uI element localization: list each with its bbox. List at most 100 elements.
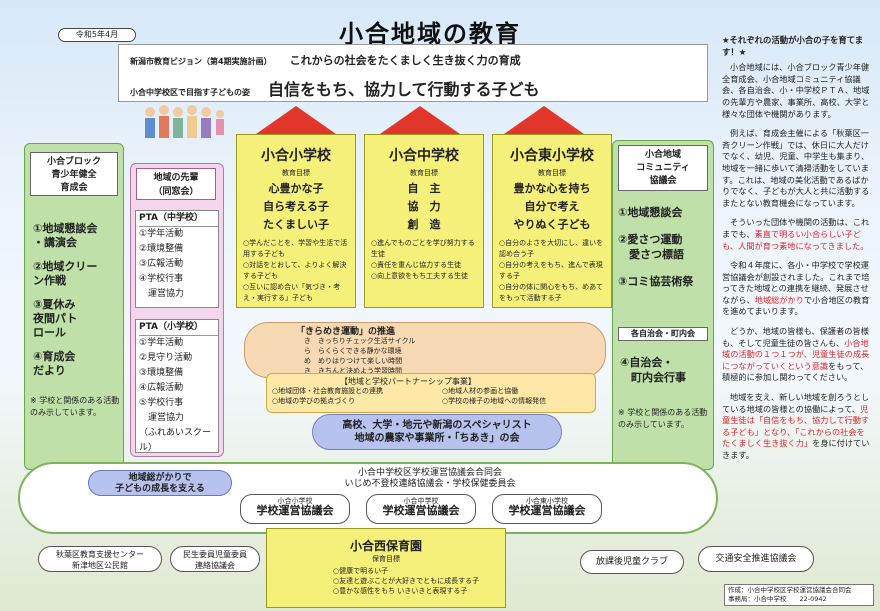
list-item: ④自治会・ 町内会行事 bbox=[620, 356, 686, 384]
nursery-goals: ○健康で明るい子 ○友達と遊ぶことが大好きでともに成長する子 ○豊かな感性をもち… bbox=[267, 566, 505, 596]
council-subtitle-line: いじめ不登校連絡協議会・学校保健委員会 bbox=[344, 479, 516, 489]
arrow-up-icon bbox=[256, 106, 336, 134]
list-item: ○地域の学びの拠点づくり bbox=[272, 397, 356, 405]
arrow-up-icon bbox=[380, 106, 460, 134]
list-item: ③コミ協芸術祭 bbox=[618, 275, 694, 288]
paragraph: そういった団体や機関の活動は、これまでも、素直で明るい小合らしい子ども、人間が育… bbox=[722, 217, 872, 252]
vision-row: 新潟市教育ビジョン（第4期実施計画） これからの社会をたくましく生き抜く力の育成 bbox=[130, 52, 710, 68]
text-run: をもって、積極的に参加し関わってください。 bbox=[722, 360, 869, 383]
list-item: （ふれあいスクール） bbox=[139, 428, 212, 453]
council-box: 小合中学校 学校運営協議会 bbox=[366, 494, 476, 524]
goal-item: やりぬく子ども bbox=[513, 218, 591, 231]
text-run: これは、地域の美化活動であるばかりでなく、子どもが大人と共に活動するまたとない教… bbox=[722, 174, 870, 208]
page-title: 小合地域の教育 bbox=[339, 20, 521, 48]
school-goals: 豊かな心を持ち 自分で考え やりぬく子ども bbox=[493, 180, 611, 234]
pta-es-title: PTA（小学校） bbox=[139, 320, 218, 336]
list-item: ○互いに認め合い「気づき・考え・実行する」子ども bbox=[243, 283, 341, 302]
text-run: そういった団体や機関の活動は、これまでも、 bbox=[722, 217, 870, 239]
pta-jhs-box: PTA（中学校） ①学年活動 ②環境整備 ③広報活動 ④学校行事 運営協力 bbox=[135, 210, 219, 308]
text-run: で小合地区の教育を進めてまいります。 bbox=[722, 294, 870, 317]
school-card-ogo-es: 小合小学校 教育目標 心豊かな子 自ら考える子 たくましい子 ○学んだことを、学… bbox=[236, 134, 356, 308]
partnership-panel bbox=[266, 373, 596, 413]
nursery-card: 小合西保育園 保育目標 ○健康で明るい子 ○友達と遊ぶことが大好きでともに成長す… bbox=[266, 528, 506, 608]
list-item: ○健康で明るい子 bbox=[333, 567, 389, 575]
council-school: 小合小学校 bbox=[277, 497, 313, 505]
partnership-list: ○地域団体・社会教育施設との連携 ○地域人材の参画と協働 ○地域の学びの拠点づく… bbox=[272, 386, 602, 406]
list-item: ①地域懇談会 bbox=[618, 206, 683, 219]
list-item: ⑤学校行事 bbox=[139, 398, 184, 408]
council-school: 小合東小学校 bbox=[526, 497, 568, 505]
goal-label: 小合中学校区で目指す子どもの姿 bbox=[130, 88, 250, 97]
goal-item: 自分で考え bbox=[524, 200, 580, 213]
after-school-club: 放課後児童クラブ bbox=[580, 550, 684, 574]
list-item: ④学校行事 bbox=[139, 274, 184, 284]
specialists-line: 地域の農家や事業所・「ちあき」の会 bbox=[354, 433, 520, 444]
footer-credit: 作成：小合中学校区学校運営協議会合同会 事務局：小合中学校 22-0942 bbox=[724, 584, 874, 606]
list-item: ②地域クリー ン作戦 bbox=[33, 260, 98, 287]
list-item: き きっちりチェック生活サイクル bbox=[304, 337, 416, 345]
list-item: ○地域団体・社会教育施設との連携 bbox=[272, 387, 384, 395]
goal-item: 豊かな心を持ち bbox=[513, 182, 591, 195]
school-goal-label: 教育目標 bbox=[538, 169, 566, 177]
welfare-committee: 民生委員児童委員 連絡協議会 bbox=[170, 546, 260, 572]
paragraph: 地域を支え、新しい地域を創ろうとしている地域の皆様との協働によって、児童生徒は「… bbox=[722, 392, 872, 462]
footer-line: 作成：小合中学校区学校運営協議会合同会 bbox=[728, 586, 852, 594]
list-item: 運営協力 bbox=[139, 413, 185, 423]
list-item: ○自分の考えをもち、進んで表現する子 bbox=[499, 261, 603, 280]
council-name: 学校運営協議会 bbox=[382, 504, 460, 517]
council-name: 学校運営協議会 bbox=[508, 504, 586, 517]
left-note: ※ 学校と関係のある活動のみ示しています。 bbox=[30, 396, 120, 417]
text-run: を身に付けていきます。 bbox=[722, 438, 870, 460]
neighborhood-activities-list: ④自治会・ 町内会行事 bbox=[620, 355, 714, 385]
list-item: ①地域懇談会 ・講演会 bbox=[33, 222, 98, 249]
alumni-association: 地域の先輩 （同窓会） bbox=[136, 168, 216, 200]
school-items: ○学んだことを、学習や生活で活用する子ども ○対話をとおして、よりよく解決する子… bbox=[237, 234, 355, 304]
list-item: ①学年活動 bbox=[139, 338, 184, 348]
children-illustration bbox=[145, 105, 224, 138]
list-item: き きちんと決めよう学習時間 bbox=[304, 367, 402, 375]
community-support-badge: 地域総がかりで 子どもの成長を支える bbox=[88, 470, 232, 496]
list-item: ら らくらくできる静かな環境 bbox=[304, 347, 402, 355]
list-item: ②見守り活動 bbox=[139, 353, 193, 363]
goal-text: 自信をもち、協力して行動する子ども bbox=[268, 80, 540, 99]
pta-es-box: PTA（小学校） ①学年活動 ②見守り活動 ③環境整備 ④広報活動 ⑤学校行事 … bbox=[135, 319, 219, 453]
list-item: ○友達と遊ぶことが大好きでともに成長する子 bbox=[333, 577, 480, 585]
pta-jhs-title: PTA（中学校） bbox=[139, 211, 218, 227]
goal-row: 小合中学校区で目指す子どもの姿 自信をもち、協力して行動する子ども bbox=[130, 76, 710, 100]
list-item: ④育成会 だより bbox=[33, 350, 76, 377]
goal-item: たくましい子 bbox=[263, 218, 329, 231]
nursery-name: 小合西保育園 bbox=[349, 539, 422, 553]
list-item: ○地域人材の参画と協働 bbox=[442, 387, 519, 395]
traffic-safety-council: 交通安全推進協議会 bbox=[698, 546, 814, 572]
council-title-line: 小合中学校区学校運営協議会合同会 bbox=[357, 468, 502, 478]
school-goals: 自 主 協 力 創 造 bbox=[365, 180, 483, 234]
list-item: ○学校の様子の地域への情報発信 bbox=[442, 397, 547, 405]
council-box: 小合小学校 学校運営協議会 bbox=[240, 494, 350, 524]
list-item: ○自分の体に関心をもち、めあてをもって活動する子 bbox=[499, 283, 603, 302]
paragraph: 小合地域には、小合ブロック青少年健全育成会、小合地域コミュニティ協議会、各自治会… bbox=[722, 62, 870, 119]
date-badge: 令和5年4月 bbox=[58, 28, 136, 42]
list-item: ①学年活動 bbox=[139, 229, 184, 239]
list-item: 運営協力 bbox=[139, 289, 185, 299]
highlight-text: 素直で明るい小合らしい子ども、人間が育つ素地になってきました。 bbox=[722, 228, 869, 251]
school-name: 小合小学校 bbox=[261, 148, 331, 164]
nursery-goal-label: 保育目標 bbox=[372, 555, 400, 563]
goal-item: 協 力 bbox=[407, 200, 441, 213]
list-item: め めりはりつけて楽しい時間 bbox=[304, 357, 403, 365]
kirameki-list: き きっちりチェック生活サイクル ら らくらくできる静かな環境 め めりはりつけ… bbox=[304, 336, 415, 376]
text-run: どうか、地域の皆様も、保護者の皆様も、そして児童生徒の皆さんも、 bbox=[722, 326, 869, 348]
list-item: ③夏休み 夜間パト ロール bbox=[33, 298, 78, 339]
council-name: 学校運営協議会 bbox=[256, 504, 334, 517]
school-name: 小合東小学校 bbox=[510, 148, 594, 164]
vision-box bbox=[118, 44, 708, 102]
goal-item: 自 主 bbox=[407, 182, 441, 195]
list-item: ○対話をとおして、よりよく解決する子ども bbox=[243, 261, 347, 280]
school-goals: 心豊かな子 自ら考える子 たくましい子 bbox=[237, 180, 355, 234]
list-item: ③広報活動 bbox=[139, 259, 184, 269]
paragraph: 例えば、育成会主催による「秋葉区一斉クリーン作戦」では、休日に大人だけでなく、幼… bbox=[722, 128, 872, 209]
kirameki-panel bbox=[244, 322, 606, 378]
kirameki-title: 「きらめき運動」の推進 bbox=[296, 327, 396, 337]
council-school: 小合中学校 bbox=[403, 497, 439, 505]
text-run: 令和４年度に、各小・中学校で学校運営協議会が創設されました。これまで培ってきた地… bbox=[722, 260, 870, 305]
education-support-center: 秋葉区教育支援センター 新津地区公民館 bbox=[38, 546, 162, 572]
